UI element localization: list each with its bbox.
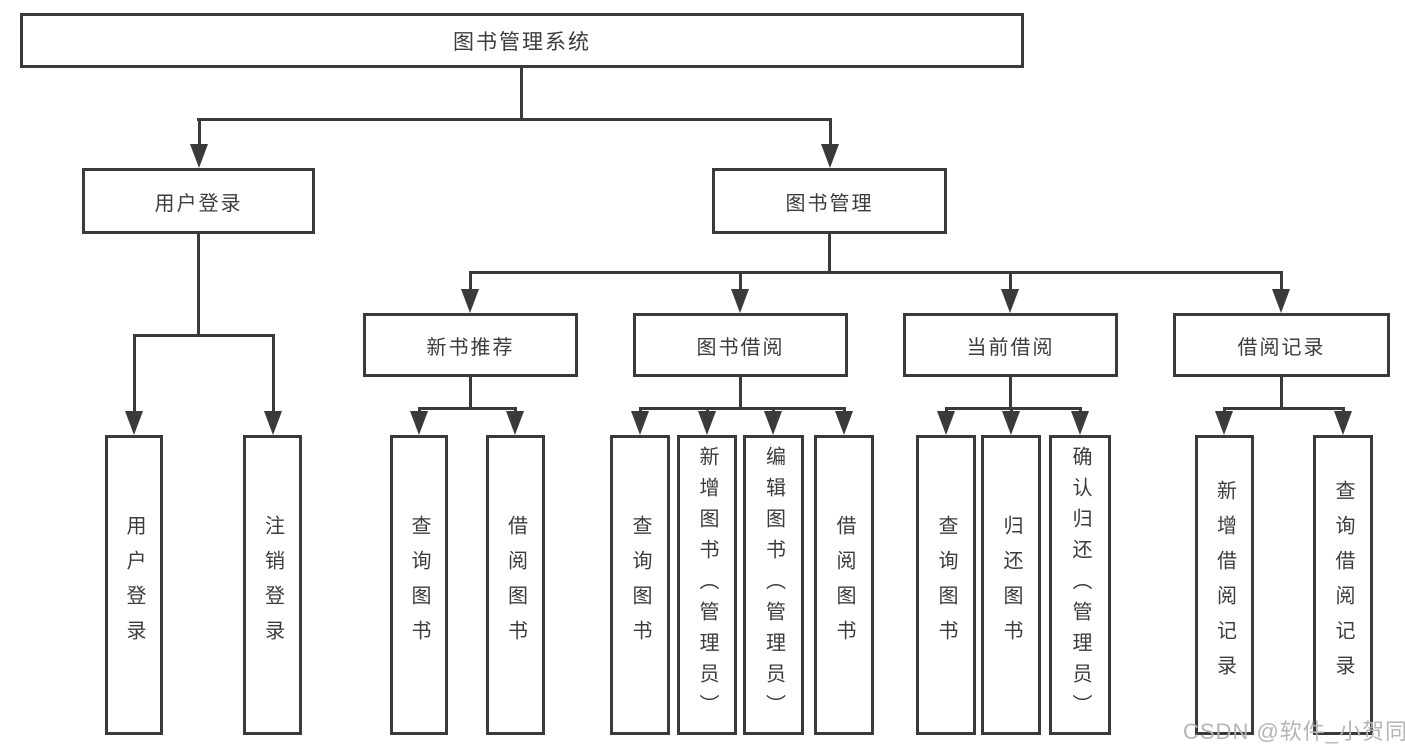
leaf-logout: 注销登录 <box>243 435 302 735</box>
arrow-down-icon <box>461 289 479 313</box>
leaf-label: 查询图书 <box>935 515 957 655</box>
node-label: 图书管理 <box>785 192 874 215</box>
arrow-down-icon <box>1272 289 1290 313</box>
connector-line <box>1008 377 1012 409</box>
connector-line <box>638 407 846 410</box>
node-borrowing-records: 借阅记录 <box>1173 313 1390 377</box>
connector-line <box>468 271 1283 274</box>
node-label: 图书管理系统 <box>453 30 591 54</box>
connector-line <box>468 271 472 291</box>
arrow-down-icon <box>1002 411 1020 435</box>
connector-line <box>1279 271 1283 291</box>
node-label: 当前借阅 <box>966 336 1055 359</box>
connector-line <box>520 67 523 120</box>
connector-line <box>197 234 200 336</box>
leaf-label: 归还图书 <box>1000 515 1022 655</box>
leaf-label: 确认归还（管理员） <box>1069 445 1091 725</box>
leaf-records-add-record: 新增借阅记录 <box>1195 435 1254 735</box>
leaf-label: 编辑图书（管理员） <box>762 445 785 725</box>
arrow-down-icon <box>698 411 716 435</box>
arrow-down-icon <box>731 289 749 313</box>
node-book-borrowing: 图书借阅 <box>633 313 848 377</box>
arrow-down-icon <box>764 411 782 435</box>
leaf-label: 查询借阅记录 <box>1332 480 1354 690</box>
leaf-current-query-books: 查询图书 <box>916 435 976 735</box>
leaf-newbook-query-books: 查询图书 <box>390 435 448 735</box>
connector-line <box>738 271 742 291</box>
node-label: 借阅记录 <box>1237 336 1326 359</box>
arrow-down-icon <box>506 411 524 435</box>
node-book-management: 图书管理 <box>712 168 947 234</box>
connector-line <box>1222 407 1345 410</box>
node-library-management-system: 图书管理系统 <box>20 13 1024 68</box>
connector-line <box>417 407 517 410</box>
node-label: 新书推荐 <box>426 336 515 359</box>
node-new-book-recommend: 新书推荐 <box>363 313 578 377</box>
leaf-label: 借阅图书 <box>504 515 527 655</box>
arrow-down-icon <box>821 144 839 168</box>
leaf-borrowing-add-books-admin: 新增图书（管理员） <box>677 435 737 735</box>
connector-line <box>828 118 832 150</box>
leaf-current-return-books: 归还图书 <box>981 435 1041 735</box>
leaf-borrowing-borrow-books: 借阅图书 <box>814 435 874 735</box>
arrow-down-icon <box>410 411 428 435</box>
arrow-down-icon <box>264 411 282 435</box>
leaf-borrowing-edit-books-admin: 编辑图书（管理员） <box>743 435 804 735</box>
leaf-label: 查询图书 <box>629 515 651 655</box>
arrow-down-icon <box>835 411 853 435</box>
connector-line <box>944 407 1082 410</box>
watermark: CSDN @软件_小贺同学 <box>1183 719 1405 744</box>
connector-line <box>468 377 472 409</box>
arrow-down-icon <box>1334 411 1352 435</box>
leaf-label: 用户登录 <box>123 515 145 655</box>
leaf-records-query-record: 查询借阅记录 <box>1313 435 1373 735</box>
arrow-down-icon <box>1001 289 1019 313</box>
connector-line <box>132 334 275 337</box>
leaf-label: 新增借阅记录 <box>1213 480 1236 690</box>
node-label: 图书借阅 <box>696 336 785 359</box>
connector-line <box>271 334 275 414</box>
leaf-label: 查询图书 <box>408 515 430 655</box>
leaf-label: 注销登录 <box>261 515 284 655</box>
arrow-down-icon <box>1071 411 1089 435</box>
connector-line <box>197 118 201 150</box>
node-current-borrowing: 当前借阅 <box>903 313 1118 377</box>
connector-line <box>827 234 831 273</box>
connector-line <box>738 377 742 409</box>
leaf-borrowing-query-books: 查询图书 <box>610 435 670 735</box>
node-label: 用户登录 <box>154 192 243 215</box>
arrow-down-icon <box>631 411 649 435</box>
connector-line <box>132 334 136 414</box>
leaf-label: 借阅图书 <box>833 515 855 655</box>
leaf-newbook-borrow-books: 借阅图书 <box>486 435 545 735</box>
leaf-current-confirm-return-admin: 确认归还（管理员） <box>1049 435 1111 735</box>
node-user-login: 用户登录 <box>82 168 315 234</box>
connector-line <box>1279 377 1283 409</box>
leaf-user-login: 用户登录 <box>105 435 163 735</box>
connector-line <box>197 118 832 121</box>
arrow-down-icon <box>937 411 955 435</box>
arrow-down-icon <box>125 411 143 435</box>
arrow-down-icon <box>1215 411 1233 435</box>
leaf-label: 新增图书（管理员） <box>696 445 718 725</box>
connector-line <box>1008 271 1012 291</box>
arrow-down-icon <box>190 144 208 168</box>
